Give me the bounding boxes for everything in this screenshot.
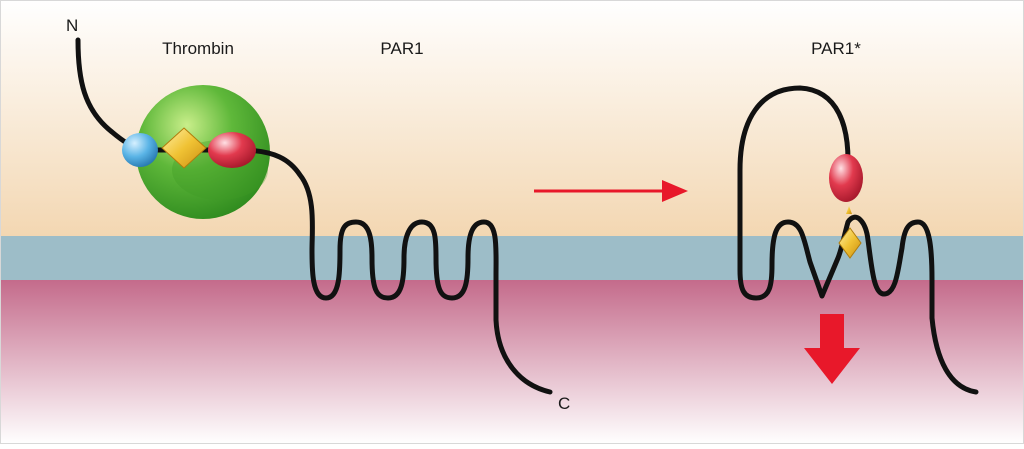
thrombin-label: Thrombin <box>162 39 234 58</box>
par1-active-chain <box>737 85 979 395</box>
n-terminus-label: N <box>66 16 78 35</box>
cytoplasm <box>0 280 1024 444</box>
par1-chain <box>75 37 553 395</box>
c-terminus-label: C <box>558 394 570 413</box>
signaling-down-arrow <box>804 314 860 384</box>
tethered-ligand-red-ball-active <box>829 154 863 202</box>
cleaved-site-diamond <box>838 227 862 259</box>
exosite-blue-ball <box>122 133 158 167</box>
cleavage-site-diamond <box>161 127 207 169</box>
thrombin-binding-sites <box>122 127 256 169</box>
par1-active-label: PAR1* <box>811 39 861 58</box>
par1-label: PAR1 <box>380 39 423 58</box>
cleaved-site-small-diamond <box>846 206 852 214</box>
activation-arrow <box>534 180 688 202</box>
par1-active-sites <box>829 154 863 259</box>
tethered-ligand-red-ball <box>208 132 256 168</box>
